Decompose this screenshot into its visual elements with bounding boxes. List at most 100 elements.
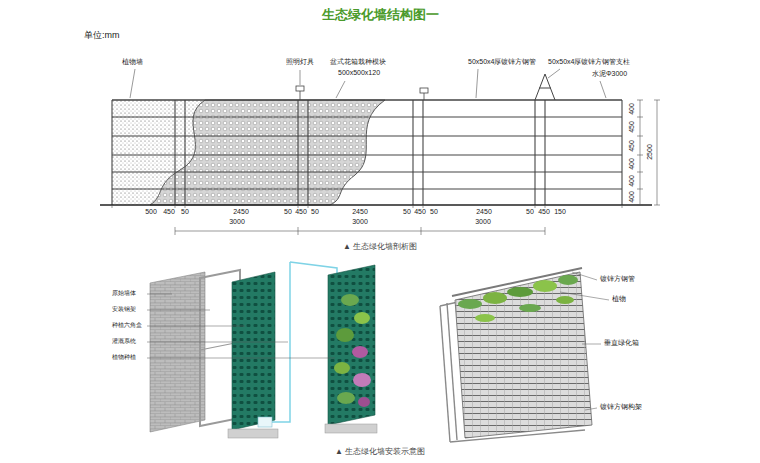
plant-panel	[328, 265, 375, 425]
drawing-part	[637, 189, 643, 190]
part-label: 水泥Φ3000	[592, 70, 627, 78]
drawing-part	[507, 287, 533, 297]
drawing-part	[654, 205, 660, 206]
dimension: 2500	[646, 144, 654, 160]
drawing-part	[545, 205, 546, 208]
dimension: 50	[526, 208, 534, 216]
dimension: 400	[628, 158, 636, 170]
dimension: 2450	[352, 208, 368, 216]
part-label: 植物种植	[112, 354, 136, 361]
part-label: 照明灯具	[286, 58, 314, 66]
dimension: 450	[628, 121, 636, 133]
dimension: 450	[628, 140, 636, 152]
dimension: 500	[145, 208, 157, 216]
drawing-part	[147, 310, 210, 311]
drawing-part	[533, 280, 557, 292]
drawing-part	[622, 205, 623, 208]
drawing-part	[297, 100, 298, 205]
drawing-part	[358, 397, 370, 407]
leader-lines	[130, 69, 606, 98]
drawing-part	[637, 172, 643, 173]
dimension: 400	[628, 191, 636, 203]
structure-illustration	[440, 268, 609, 442]
drawing-part	[534, 100, 535, 205]
caption: ▲ 生态绿化墙安装示意图	[335, 447, 425, 456]
dimension: 450	[414, 208, 426, 216]
drawing-part	[111, 100, 112, 205]
drawing-part	[300, 91, 301, 100]
drawing-part	[300, 70, 301, 85]
drawing-part	[298, 205, 299, 208]
dimension: 50	[311, 208, 319, 216]
drawing-part	[535, 205, 536, 208]
dimension: 500x500x120	[338, 69, 380, 77]
drawing-part	[458, 299, 482, 309]
drawing-part	[544, 100, 545, 205]
elevation-drawing	[100, 69, 660, 235]
drawing-part	[424, 93, 425, 100]
drawing-part	[558, 275, 578, 285]
drawing-part	[290, 262, 337, 276]
drawing-part	[545, 227, 546, 235]
unit-note: 单位:mm	[84, 30, 120, 40]
part-label: 盆式花箱栽种模块	[330, 58, 386, 66]
part-label: 镀锌方钢管	[600, 275, 635, 283]
drawing-part	[420, 88, 428, 93]
post-support	[535, 74, 555, 100]
drawing-part	[174, 100, 175, 205]
dimension: 2450	[233, 208, 249, 216]
dimension: 50	[181, 208, 189, 216]
planting-panel	[232, 272, 275, 430]
drawing-part	[422, 100, 423, 205]
lamp-symbol	[296, 86, 428, 100]
drawing-part	[147, 358, 335, 359]
drawing-part	[556, 296, 574, 304]
top-pipe	[452, 268, 582, 296]
part-label: 植物墙	[122, 58, 143, 66]
dimension: 400	[628, 103, 636, 115]
drawing-part	[412, 100, 413, 205]
drawing-part	[336, 81, 345, 98]
base	[228, 429, 278, 438]
part-label: 50x50x4厚镀锌方钢管支柱	[548, 58, 630, 66]
drawing-part	[175, 227, 176, 235]
drawing-part	[185, 205, 186, 208]
water-box	[258, 417, 272, 427]
plants	[458, 275, 578, 322]
drawing-part	[175, 205, 176, 208]
leader-lines	[560, 272, 609, 410]
drawing-part	[334, 362, 350, 374]
drawing-part	[535, 74, 555, 100]
part-label: 种植六角盒	[112, 322, 142, 329]
caption: ▲ 生态绿化墙剖析图	[343, 242, 417, 251]
drawing-part	[572, 272, 597, 280]
dimension: 3000	[352, 218, 368, 226]
drawing-part	[621, 100, 622, 205]
drawing-part	[353, 373, 371, 387]
dimension: 450	[163, 208, 175, 216]
drawing-part	[337, 392, 355, 404]
drawing-part	[476, 69, 478, 98]
drawing-part	[298, 227, 299, 235]
part-label: 原始墙体	[112, 290, 136, 297]
drawing-part	[336, 328, 354, 342]
drawing-part	[519, 304, 541, 312]
ground-line	[100, 204, 652, 206]
dimension: 450	[295, 208, 307, 216]
brick-wall	[150, 272, 205, 432]
dimension: 50	[403, 208, 411, 216]
drawing-part	[175, 231, 545, 232]
drawing-part	[582, 344, 601, 345]
dimension: 3000	[475, 218, 491, 226]
drawing-part	[354, 312, 370, 324]
title: 生态绿化墙结构图一	[322, 8, 439, 23]
installation-illustration	[147, 262, 377, 438]
dimension: 400	[628, 175, 636, 187]
drawing-part	[341, 294, 359, 306]
part-label: 垂直绿化箱	[604, 339, 639, 347]
drawing-part	[560, 292, 609, 300]
dimension: 50	[430, 208, 438, 216]
drawing-part	[413, 205, 414, 208]
greening-box-panel	[455, 272, 592, 438]
